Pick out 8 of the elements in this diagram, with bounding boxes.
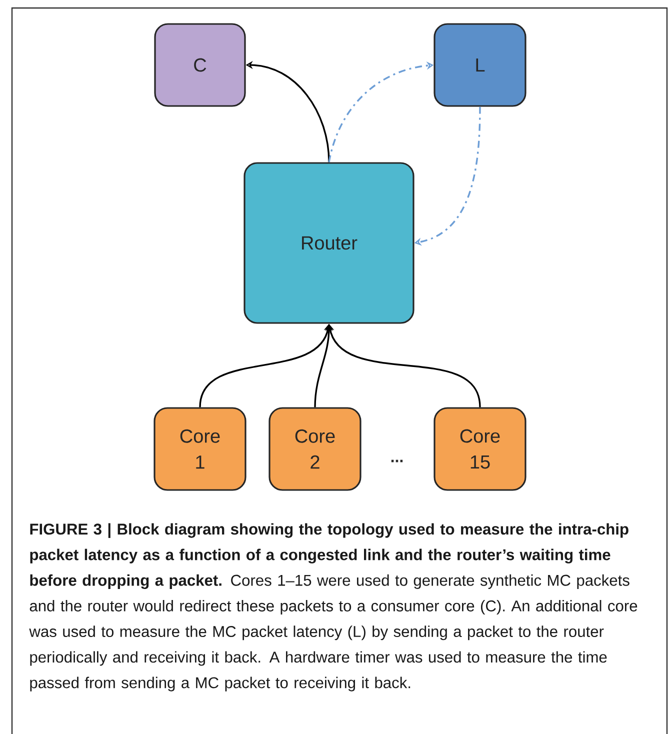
node-box: C <box>154 23 246 107</box>
caption: FIGURE 3 | Block diagram showing the topology used to measure the intra-chip packet latency as a function of a congested link and the router’s waiting time before dropping a packet. Cores 1–15 were used to generate synthetic MC packets and the router would redirect these packets to a consumer core (C). An additional core was used to measure the MC packet latency (L) by sending a packet to the router periodically and receiving it back. A hardware timer was used to measure the time passed from sending a MC packet to receiving it back. <box>29 523 638 692</box>
router-box: Router <box>244 162 414 324</box>
core-box: Core 15 <box>434 407 526 491</box>
core-box: Core 1 <box>154 407 246 491</box>
node-box: L <box>434 23 526 107</box>
ellipsis: ... <box>391 460 403 462</box>
core-box: Core 2 <box>268 407 362 491</box>
